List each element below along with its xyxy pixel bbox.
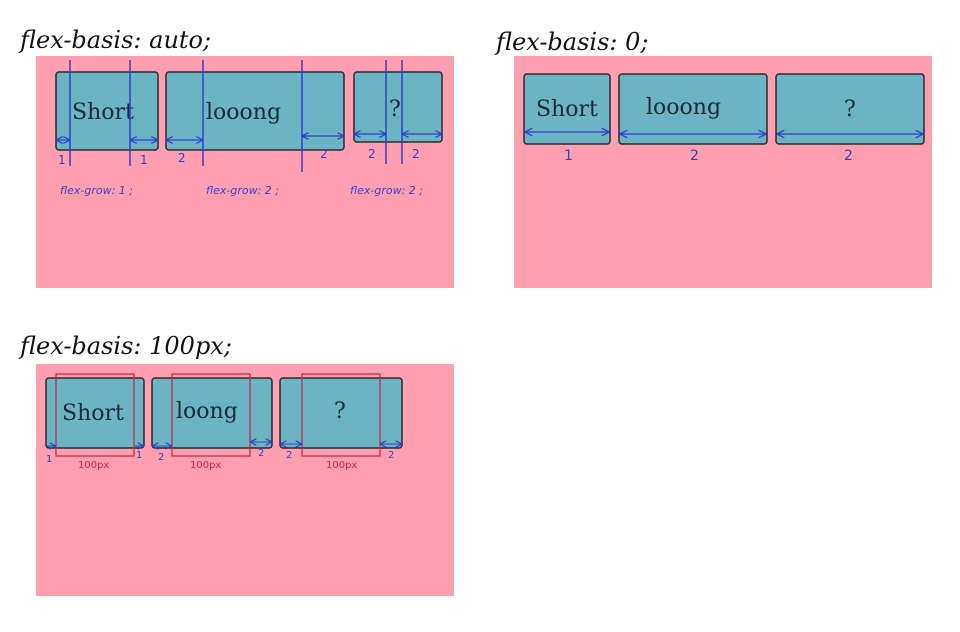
left-margin-label: 1 [58,153,66,167]
basis-label: 100px [326,460,357,471]
left-margin-label: 2 [178,151,186,165]
diagram-flex-basis-auto: Short 1 1 looong 2 2 ? 2 2 flex-grow: 1 … [55,60,443,197]
basis-label: 100px [78,460,109,471]
basis-outline [301,373,381,457]
box-question [279,377,403,449]
box-short-label: Short [62,401,124,426]
left-margin-label: 2 [286,450,292,461]
right-margin-label: 2 [388,450,394,461]
panel-flex-basis-auto: Short 1 1 looong 2 2 ? 2 2 flex-grow: 1 … [36,56,454,288]
flex-grow-label-short: flex-grow: 1 ; [60,184,133,197]
basis-outline [171,373,251,457]
box-question-label: ? [389,97,401,122]
box-looong [618,73,768,145]
right-margin-label: 2 [320,147,328,161]
width-label: 2 [844,148,853,164]
box-short-label: Short [72,100,134,125]
box-question-label: ? [844,97,856,122]
flex-grow-label-looong: flex-grow: 2 ; [206,184,279,197]
box-short [55,71,159,151]
box-question-label: ? [334,399,346,424]
left-margin-label: 2 [158,452,164,463]
width-label: 1 [564,148,573,164]
basis-outline [55,373,135,457]
box-short [45,377,145,449]
box-question [775,73,925,145]
basis-label: 100px [190,460,221,471]
box-looong [165,71,345,151]
panel-flex-basis-zero: Short 1 looong 2 ? 2 [514,56,932,288]
diagram-flex-basis-100px: Short 1 1 100px loong 2 2 100px ? 2 2 10… [45,373,403,471]
right-margin-label: 1 [140,153,148,167]
box-looong-label: looong [646,95,721,120]
panel-flex-basis-100px: Short 1 1 100px loong 2 2 100px ? 2 2 10… [36,364,454,596]
left-margin-label: 2 [368,147,376,161]
right-margin-label: 1 [136,450,142,461]
box-loong-label: loong [176,399,238,424]
right-margin-label: 2 [412,147,420,161]
heading-flex-basis-zero: flex-basis: 0; [496,28,649,56]
heading-flex-basis-100px: flex-basis: 100px; [20,332,232,360]
box-short [523,73,611,145]
right-margin-label: 2 [258,448,264,459]
box-loong [151,377,273,449]
box-short-label: Short [536,97,598,122]
box-looong-label: looong [206,100,281,125]
left-margin-label: 1 [46,454,52,465]
diagram-flex-basis-zero: Short 1 looong 2 ? 2 [523,73,925,164]
width-label: 2 [690,148,699,164]
box-question [353,71,443,143]
flex-grow-label-question: flex-grow: 2 ; [350,184,423,197]
heading-flex-basis-auto: flex-basis: auto; [20,26,212,54]
